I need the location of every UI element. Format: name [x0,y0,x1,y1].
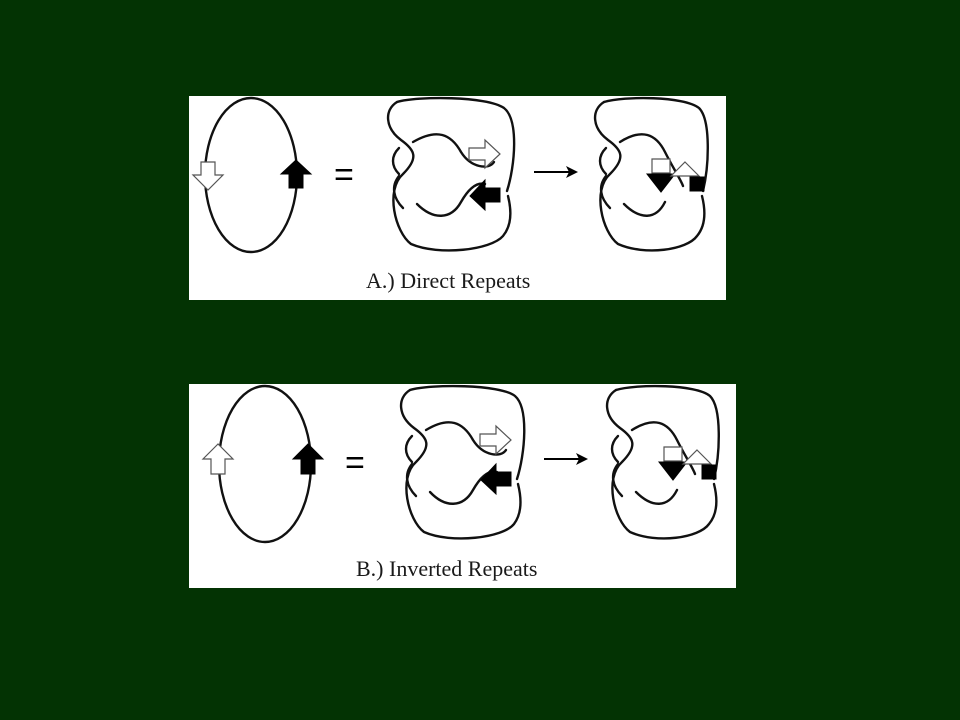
knotted-loop-middle [386,96,516,252]
panel-direct-repeats: = A. [189,96,726,300]
reaction-arrow-icon [544,453,588,465]
solid-up-arrow-icon [279,159,313,189]
solid-up-arrow-icon [291,443,325,475]
knotted-loop-middle [399,384,526,540]
inverted-repeats-diagram: = [201,384,720,544]
knotted-loop-right [605,384,720,540]
knotted-loop-right [593,96,709,252]
solid-down-triangle-icon [645,173,677,193]
hollow-right-arrow-icon [479,424,512,456]
solid-left-arrow-icon [480,462,512,496]
solid-down-triangle-icon [657,461,689,481]
hollow-site-marker-icon [651,158,671,174]
solid-left-arrow-icon [469,178,501,212]
hollow-right-arrow-icon [468,138,501,170]
hollow-up-arrow-icon [201,443,235,475]
panel-caption: A.) Direct Repeats [366,268,531,293]
panel-caption: B.) Inverted Repeats [356,556,538,581]
solid-square-icon [701,464,717,480]
direct-repeats-diagram: = [191,96,709,254]
equals-sign: = [334,156,354,194]
reaction-arrow-icon [534,166,578,178]
hollow-down-arrow-icon [191,161,225,191]
hollow-up-triangle-icon [681,449,713,465]
hollow-up-triangle-icon [669,161,701,177]
panel-inverted-repeats: = B.) Inverted Repeats [189,384,736,588]
equals-sign: = [345,444,365,482]
solid-square-icon [689,176,705,192]
hollow-site-marker-icon [663,446,683,462]
circular-dna-ring [217,384,313,544]
